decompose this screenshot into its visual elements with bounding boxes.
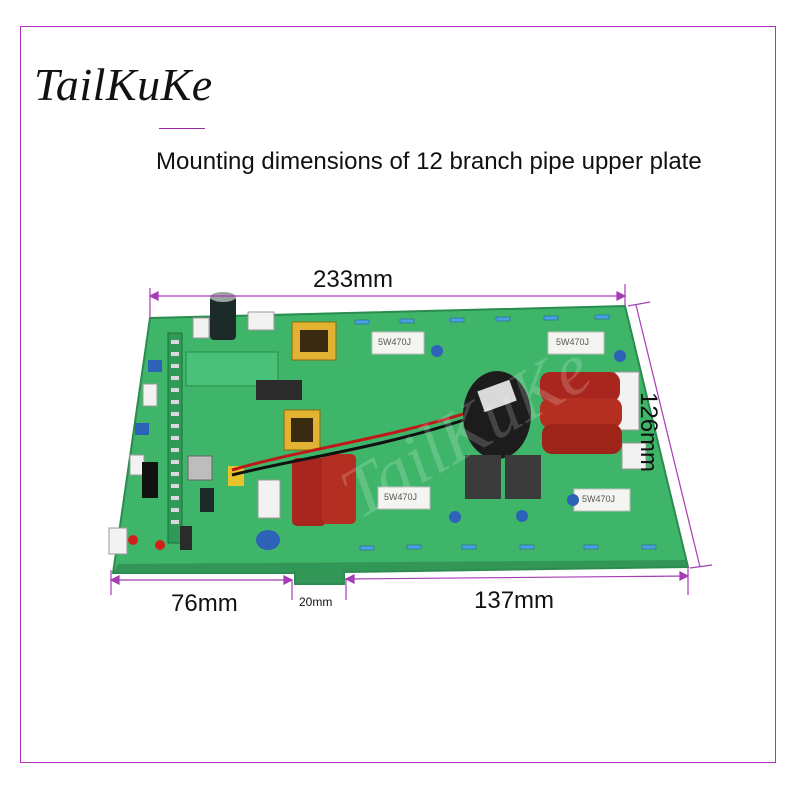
dimension-width-label: 233mm [313, 266, 394, 293]
image-frame [20, 26, 776, 763]
brand-underline [159, 128, 205, 129]
brand-logo-text: TailKuKe [34, 59, 213, 110]
caption-text: Mounting dimensions of 12 branch pipe up… [156, 148, 702, 175]
dimension-left-label: 76mm [171, 590, 238, 617]
resistor-label: 5W470J [582, 494, 616, 504]
resistor-label: 5W470J [384, 492, 418, 502]
dimension-height-label: 126mm [635, 392, 662, 473]
dimension-right-label: 137mm [474, 587, 555, 614]
resistor-label: 5W470J [378, 337, 412, 347]
resistor-label: 5W470J [556, 337, 590, 347]
dimension-gap-label: 20mm [299, 595, 333, 609]
